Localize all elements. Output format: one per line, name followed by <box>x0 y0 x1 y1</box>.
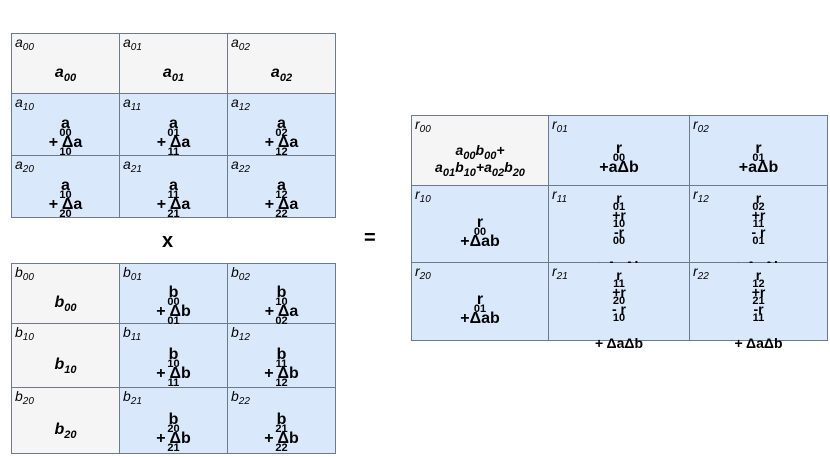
cell-index-label: a11 <box>123 94 142 113</box>
cell-index-label: a20 <box>15 156 34 175</box>
cell-index-label: r12 <box>693 186 709 205</box>
cell-index-label: b22 <box>231 388 250 407</box>
cell-index-label: r21 <box>552 263 568 282</box>
cell-index-label: a00 <box>15 34 34 53</box>
cell-index-label: b20 <box>15 388 34 407</box>
cell-expression: a00 <box>54 63 77 84</box>
cell-index-label: b00 <box>15 264 34 283</box>
matrix-b-cell-20: b20 b20 <box>12 388 120 454</box>
cell-index-label: a02 <box>231 34 250 53</box>
cell-index-label: b02 <box>231 264 250 283</box>
matrix-a-cell-00: a00 a00 <box>12 34 120 94</box>
matrix-a-cell-01: a01 a01 <box>120 34 228 94</box>
cell-expression: r01+r10 -r00+ ΔaΔb <box>595 189 643 274</box>
cell-index-label: b21 <box>123 388 142 407</box>
matrix-r-cell-12: r12 r02+r11 - r01+ ΔaΔb <box>690 186 828 274</box>
matrix-r-cell-11: r11 r01+r10 -r00+ ΔaΔb <box>549 186 690 274</box>
cell-index-label: r02 <box>693 116 709 135</box>
cell-index-label: b01 <box>123 264 142 283</box>
cell-expression: a01 <box>162 63 185 84</box>
multiply-operator: x <box>162 230 174 252</box>
cell-expression: a00b00+a01b10+a02b20 <box>435 141 525 179</box>
cell-index-label: r11 <box>552 186 568 205</box>
cell-index-label: r10 <box>415 186 431 205</box>
cell-index-label: r22 <box>693 263 709 282</box>
cell-index-label: a12 <box>231 94 250 113</box>
cell-index-label: b12 <box>231 324 250 343</box>
cell-index-label: a10 <box>15 94 34 113</box>
cell-expression: r02+r11 - r01+ ΔaΔb <box>734 189 782 274</box>
cell-index-label: r00 <box>415 116 431 135</box>
matrix-b-cell-10: b10 b10 <box>12 324 120 388</box>
cell-index-label: r20 <box>415 263 431 282</box>
matrix-b-cell-00: b00 b00 <box>12 264 120 324</box>
equals-operator: = <box>364 227 376 249</box>
cell-expression: a02 <box>270 63 293 84</box>
cell-index-label: b10 <box>15 324 34 343</box>
cell-index-label: r01 <box>552 116 568 135</box>
cell-expression: b20 <box>54 420 77 441</box>
cell-index-label: a01 <box>123 34 142 53</box>
cell-index-label: a21 <box>123 156 142 175</box>
cell-index-label: b11 <box>123 324 142 343</box>
cell-expression: b10 <box>54 355 77 376</box>
cell-expression: b00 <box>54 293 77 314</box>
matrix-a-cell-02: a02 a02 <box>228 34 336 94</box>
cell-index-label: a22 <box>231 156 250 175</box>
